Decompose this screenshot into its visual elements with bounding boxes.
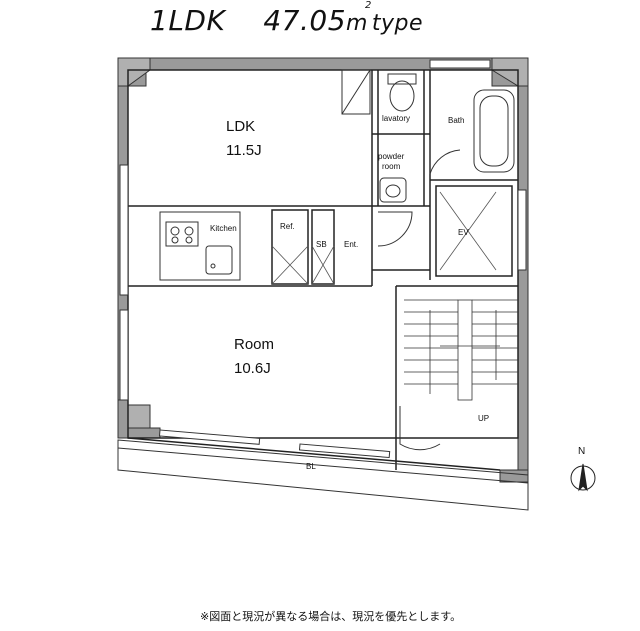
storage [341,69,371,115]
ev-label: EV [458,228,469,237]
stairs [404,299,518,401]
ev-cross [439,191,497,271]
compass-n-label: N [578,446,586,457]
floor-area: 47.05 [263,4,347,37]
bath-label: Bath [448,116,465,125]
bl-label: BL [306,462,316,471]
ref-cross [271,245,335,285]
wash-basin [379,177,407,203]
plan-title: 1LDK 47.05m2type [150,0,423,37]
sb-label: SB [316,240,327,249]
type-suffix: type [371,11,423,36]
balcony [117,439,529,511]
interior-walls [127,69,519,471]
kitchen-label: Kitchen [210,224,237,233]
ent-label: Ent. [344,240,359,249]
lavatory-label: lavatory [382,114,411,123]
compass-icon [570,463,596,492]
up-label: UP [478,414,490,423]
powder-room-label: powder room [378,152,405,171]
exterior-walls [117,57,529,483]
ldk-label: LDK [226,118,256,135]
layout-type: 1LDK [150,4,226,37]
toilet [387,73,417,112]
disclaimer-note: ※図面と現況が異なる場合は、現況を優先とします。 [200,610,462,623]
area-unit-sup: 2 [364,0,372,11]
door-swings [127,140,461,451]
ref-label: Ref. [280,222,295,231]
windows [119,59,527,459]
columns [117,57,529,429]
ldk-size: 11.5J [226,142,262,159]
room-size: 10.6J [234,360,271,377]
kitchen-counter [159,211,241,281]
room-label: Room [234,336,275,353]
area-unit: m [346,11,368,36]
bathtub [473,89,515,173]
